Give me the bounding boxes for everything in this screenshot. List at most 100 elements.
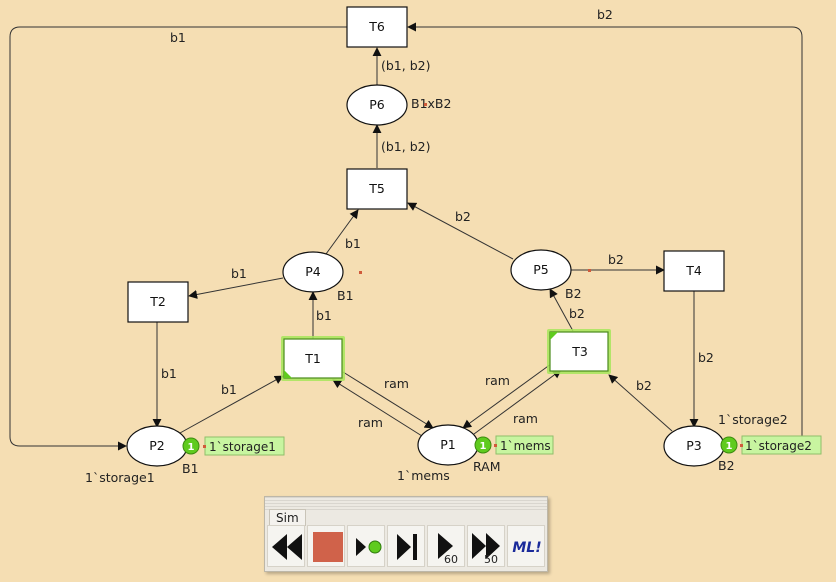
arc-label-p2-t1: b1: [221, 382, 237, 397]
step-forward-icon: [397, 534, 417, 560]
ml-label: ML!: [512, 540, 541, 556]
arc-label-p4-t5: b1: [345, 236, 361, 251]
arc-p3-t6[interactable]: [407, 22, 803, 447]
play-single-button[interactable]: [347, 525, 385, 567]
ml-evaluate-button[interactable]: ML!: [507, 525, 545, 567]
handle-dot: [588, 269, 591, 272]
stop-icon: [313, 532, 343, 562]
arc-p2-t1[interactable]: [179, 375, 284, 434]
transition-t6[interactable]: T6: [346, 6, 408, 48]
arc-label-p1-t3: ram: [513, 411, 538, 426]
arc-label-p4-t2: b1: [231, 266, 247, 281]
arc-label-t4-p3: b2: [698, 350, 714, 365]
places: P6 P4 P5 P2 P1 P3: [126, 84, 725, 467]
arc-t3-p1[interactable]: [462, 363, 552, 429]
stop-button[interactable]: [307, 525, 345, 567]
arc-label-p1-t1: ram: [358, 415, 383, 430]
arc-label-t5-p6: (b1, b2): [381, 139, 430, 154]
transition-t3-enabled[interactable]: T3: [547, 329, 611, 374]
sim-tool-palette: Sim 60: [264, 496, 548, 572]
place-p2[interactable]: P2: [126, 425, 188, 467]
arc-label-p6-t6: (b1, b2): [381, 58, 430, 73]
place-type-p2: B1: [182, 461, 199, 476]
play-single-step-icon: [356, 538, 382, 556]
initial-marking-p3: 1`storage2: [718, 412, 788, 427]
current-markings: 1 1`storage1 1 1`mems 1 1`storage2: [182, 435, 822, 456]
arc-label-p5-t5: b2: [455, 209, 471, 224]
transition-t4[interactable]: T4: [663, 250, 725, 292]
transition-t2[interactable]: T2: [127, 281, 189, 323]
arc-p1-t3[interactable]: [473, 369, 562, 435]
transition-t1-enabled[interactable]: T1: [281, 336, 345, 381]
place-p1[interactable]: P1: [417, 424, 479, 466]
arc-label-p3-t6: b2: [597, 7, 613, 22]
transitions: T6 T5 T2 T4 T1 T3: [127, 6, 725, 381]
place-type-p5: B2: [565, 286, 582, 301]
token-count-p3: 1: [726, 441, 733, 452]
handle-dot: [424, 103, 427, 106]
marking-p2[interactable]: 1 1`storage1: [182, 436, 285, 456]
place-type-p4: B1: [337, 288, 354, 303]
arc-label-t1-p4: b1: [316, 308, 332, 323]
token-count-p2: 1: [188, 442, 195, 453]
arc-t1-p1[interactable]: [342, 371, 434, 429]
arc-label-p3-t3: b2: [636, 378, 652, 393]
transition-label-t1: T1: [304, 351, 321, 366]
transition-t5[interactable]: T5: [346, 168, 408, 210]
marking-p3[interactable]: 1 1`storage2: [720, 435, 822, 455]
place-type-p1: RAM: [473, 459, 501, 474]
place-p4[interactable]: P4: [282, 251, 344, 293]
handle-dot: [359, 271, 362, 274]
marking-text-p1: 1`mems: [500, 439, 551, 453]
arc-p4-t2[interactable]: [188, 277, 284, 299]
token-count-badge: [182, 437, 200, 455]
place-label-p4: P4: [305, 264, 321, 279]
place-label-p6: P6: [369, 97, 385, 112]
place-label-p2: P2: [149, 438, 165, 453]
place-type-p3: B2: [718, 458, 735, 473]
token-count-p1: 1: [480, 441, 487, 452]
marking-text-p2: 1`storage1: [209, 440, 276, 454]
initial-marking-p1: 1`mems: [397, 468, 450, 483]
step-button[interactable]: [387, 525, 425, 567]
place-p5[interactable]: P5: [510, 249, 572, 291]
arc-label-p5-t4: b2: [608, 252, 624, 267]
transition-label-t5: T5: [368, 181, 385, 196]
place-type-p6: B1xB2: [411, 96, 451, 111]
arc-t6-p2[interactable]: [9, 26, 347, 451]
sim-tab[interactable]: Sim: [269, 509, 306, 526]
ml-icon: ML!: [512, 540, 541, 556]
arc-label-t2-p2: b1: [161, 366, 177, 381]
play-step-count: 60: [444, 553, 458, 566]
initial-marking-p2: 1`storage1: [85, 470, 155, 485]
transition-label-t3: T3: [571, 344, 588, 359]
arc-p1-t1[interactable]: [332, 379, 423, 437]
place-inscriptions: B1xB2 B1 B2 B1 RAM B2 1`storage1 1`mems …: [85, 96, 788, 485]
arc-label-t1-p1: ram: [384, 376, 409, 391]
rewind-icon: [272, 534, 302, 560]
token-count-badge: [720, 436, 738, 454]
marking-text-p3: 1`storage2: [745, 439, 812, 453]
arc-p5-t5[interactable]: [407, 202, 514, 260]
arc-label-t3-p5: b2: [569, 306, 585, 321]
fast-forward-button[interactable]: 50: [467, 525, 505, 567]
play-button[interactable]: 60: [427, 525, 465, 567]
palette-drag-handle[interactable]: [265, 497, 547, 511]
play-icon: [438, 533, 453, 559]
rewind-button[interactable]: [267, 525, 305, 567]
sim-button-row: 60 50 ML!: [267, 525, 547, 567]
fast-forward-icon: [472, 533, 500, 559]
place-p6[interactable]: P6: [346, 84, 408, 126]
place-label-p1: P1: [440, 437, 456, 452]
transition-label-t6: T6: [368, 19, 385, 34]
arc-label-t6-p2: b1: [170, 30, 186, 45]
place-p3[interactable]: P3: [663, 425, 725, 467]
transition-label-t2: T2: [149, 294, 166, 309]
arc-p4-t5[interactable]: [325, 209, 359, 255]
arc-p3-t3[interactable]: [608, 374, 673, 432]
token-count-badge: [474, 436, 492, 454]
arc-t3-p5[interactable]: [549, 288, 574, 332]
marking-p1[interactable]: 1 1`mems: [474, 435, 554, 455]
transition-label-t4: T4: [685, 263, 702, 278]
